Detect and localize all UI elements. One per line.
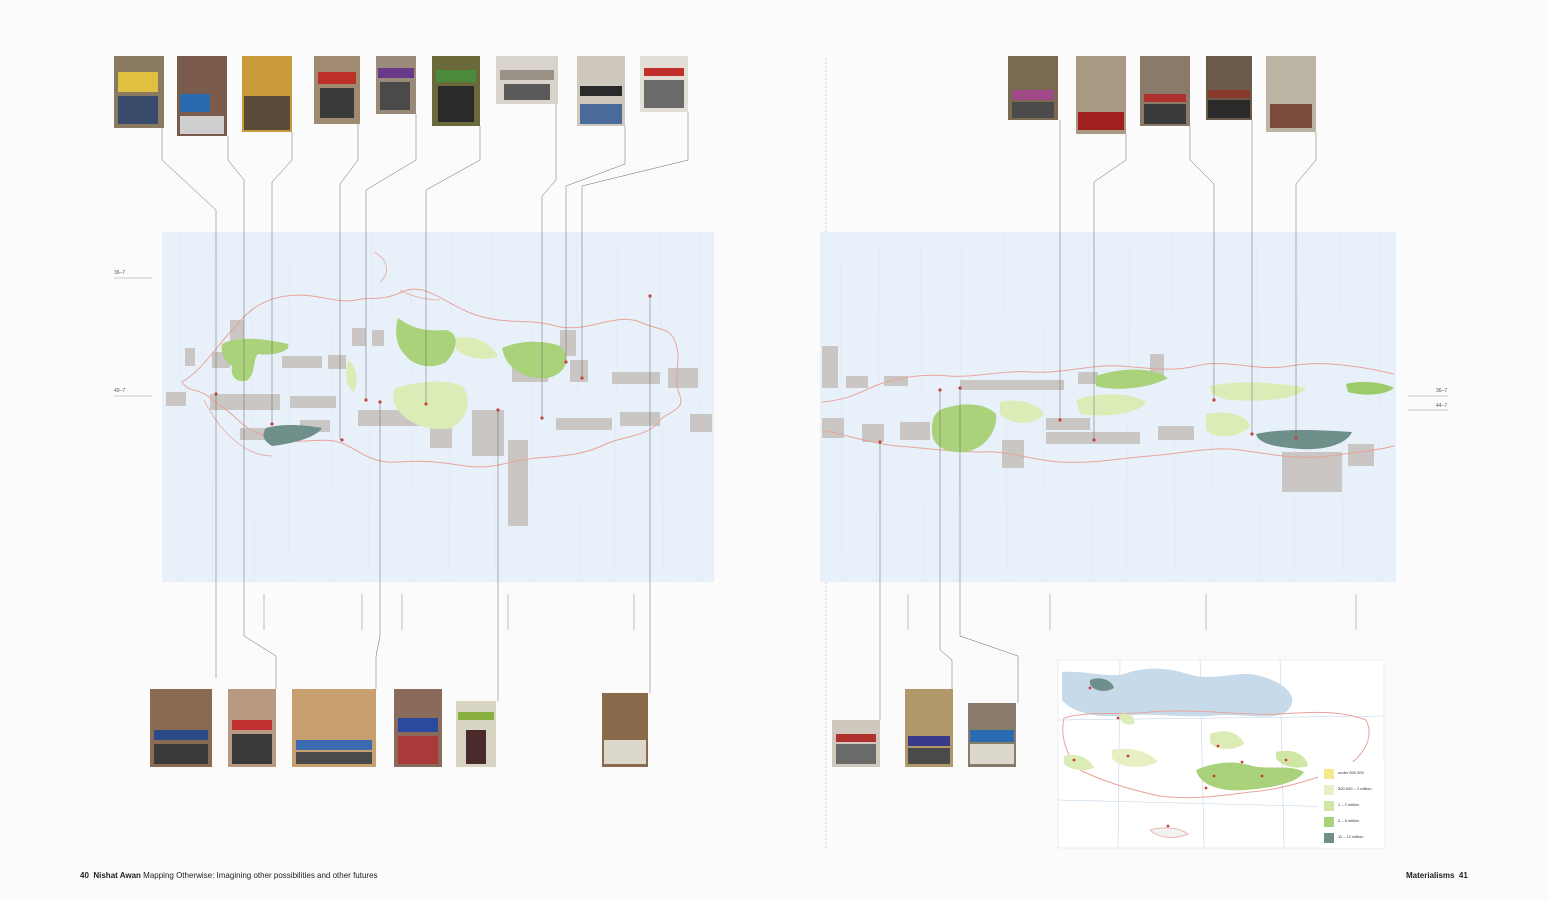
legend-item: 1 – 2 million: [1324, 800, 1394, 812]
legend-swatch: [1324, 785, 1334, 795]
left-margin-label-2: 40–7: [114, 388, 125, 394]
right-scale-ticks: [907, 594, 1357, 630]
legend-label: 500 000 – 1 million: [1338, 786, 1372, 791]
left-scale-ticks: [263, 594, 635, 630]
right-top-photos: [1008, 56, 1316, 134]
legend-item: 500 000 – 1 million: [1324, 784, 1394, 796]
right-route-line: [821, 363, 1395, 463]
left-leader-lines: [161, 104, 689, 701]
legend-label: under 500 000: [1338, 770, 1364, 775]
right-section-title: Materialisms: [1406, 871, 1455, 880]
legend-swatch: [1324, 801, 1334, 811]
right-margin-label-1: 36–7: [1436, 388, 1447, 394]
legend-swatch: [1324, 769, 1334, 779]
right-margin-label-2: 44–7: [1436, 403, 1447, 409]
inset-regions: [1064, 678, 1308, 791]
legend-item: under 500 000: [1324, 768, 1394, 780]
right-regions: [931, 369, 1394, 453]
right-page-number: 41: [1458, 871, 1468, 880]
left-top-photos: [114, 56, 688, 136]
left-running-title: Mapping Otherwise: Imagining other possi…: [143, 871, 378, 880]
legend-swatch: [1324, 833, 1334, 843]
legend-label: 1 – 2 million: [1338, 802, 1360, 807]
left-margin-label-1: 36–7: [114, 270, 125, 276]
inset-sea: [1062, 668, 1293, 717]
right-bottom-photos: [832, 689, 1016, 767]
inset-island: [1149, 827, 1189, 838]
legend-label: 2 – 5 million: [1338, 818, 1360, 823]
left-route-branch: [203, 251, 441, 457]
left-route-line: [181, 288, 682, 468]
left-page-footer: 40 Nishat Awan Mapping Otherwise: Imagin…: [80, 871, 378, 880]
legend-item: 2 – 5 million: [1324, 816, 1394, 828]
left-page-number: 40: [80, 871, 89, 880]
legend-label: 11 – 12 million: [1338, 834, 1364, 839]
legend-swatch: [1324, 817, 1334, 827]
right-buildings: [822, 346, 1374, 492]
legend-item: 11 – 12 million: [1324, 832, 1394, 844]
left-regions: [221, 318, 567, 446]
left-author: Nishat Awan: [93, 871, 141, 880]
inset-cities: [1072, 686, 1288, 828]
right-leader-lines: [879, 120, 1317, 720]
left-bottom-photos: [150, 689, 648, 767]
right-page-footer: Materialisms 41: [1406, 871, 1468, 880]
